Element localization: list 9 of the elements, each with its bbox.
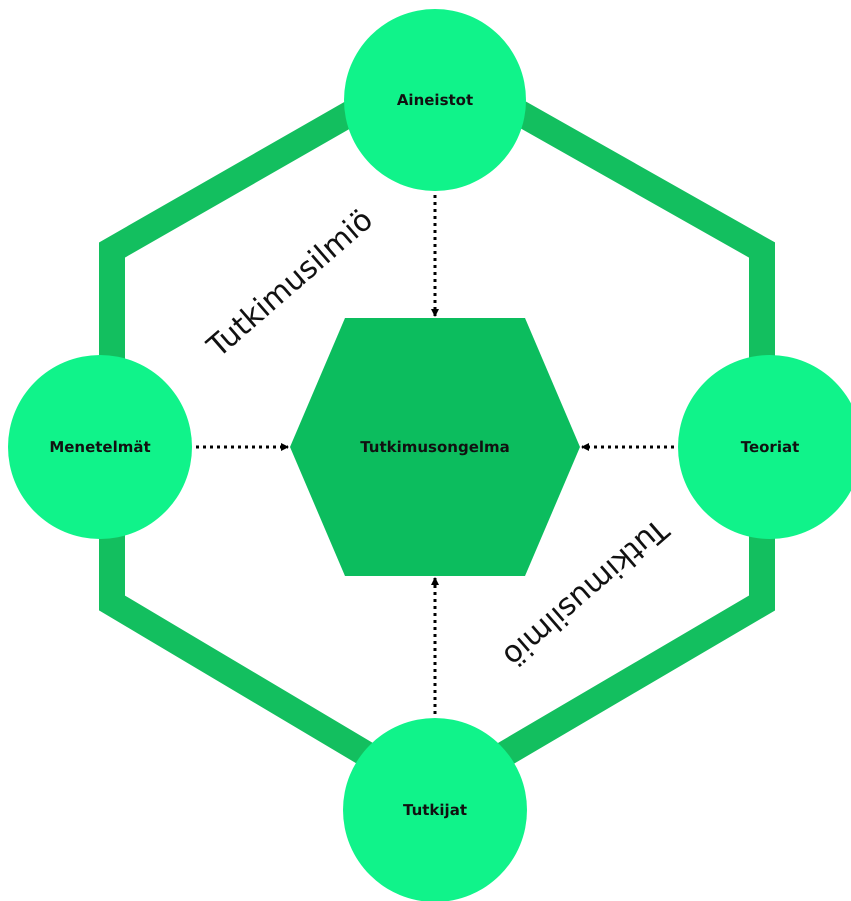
node-label: Tutkimusongelma [360,438,510,456]
node-label: Teoriat [740,438,800,456]
dotted-arrow [431,577,439,714]
node-label: Tutkijat [403,801,467,819]
dotted-arrow [581,443,674,451]
dotted-arrow [196,443,289,451]
node-label: Aineistot [396,91,474,109]
dotted-arrow [431,195,439,317]
node-label: Menetelmät [49,438,151,456]
